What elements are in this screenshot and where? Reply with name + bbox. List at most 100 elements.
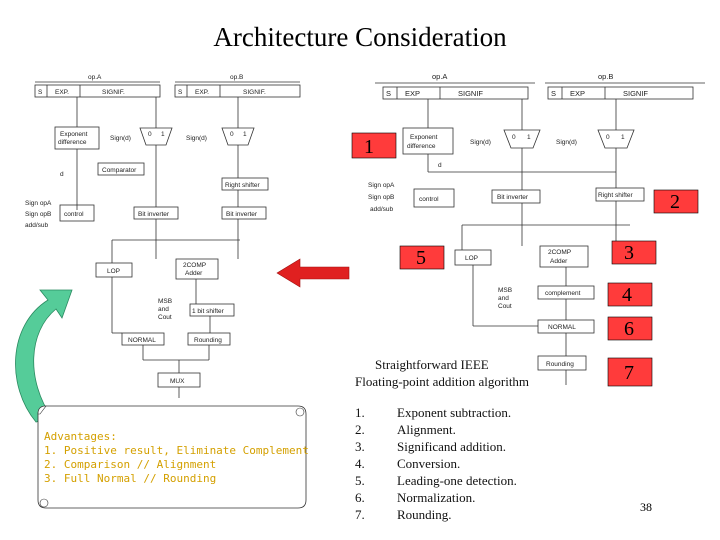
left-bit-inverter-2 <box>221 206 267 220</box>
step-text: Alignment. <box>397 422 456 437</box>
step-number: 2. <box>355 422 365 437</box>
left-opB-s: S <box>178 89 183 96</box>
step-number: 7. <box>355 507 365 522</box>
marker-1-box <box>351 132 397 159</box>
left-exp-diff-l1: Exponent <box>60 131 88 138</box>
step-text: Significand addition. <box>397 439 507 454</box>
right-right-shifter-label: Right shifter <box>598 192 634 199</box>
left-arrow-icon <box>276 258 350 288</box>
left-sign-opA: Sign opA <box>25 200 52 207</box>
marker-6-box <box>607 316 653 341</box>
right-control-box <box>413 188 455 208</box>
right-mux-a <box>503 129 541 149</box>
step-text: Exponent subtraction. <box>397 405 512 420</box>
left-mux-a <box>139 127 173 146</box>
marker-1-label: 1 <box>364 136 374 158</box>
advantage-item: 1. Positive result, Eliminate Complement <box>44 444 309 457</box>
right-msb-l2: and <box>498 295 509 302</box>
step-number: 4. <box>355 456 365 471</box>
marker-3-label: 3 <box>624 242 634 264</box>
right-sign-opA: Sign opA <box>368 182 395 189</box>
algorithm-caption: Straightforward IEEE Floating-point addi… <box>355 356 555 390</box>
step-number: 3. <box>355 439 365 454</box>
right-exp-diff-box <box>402 127 454 155</box>
right-adder-l2: Adder <box>550 258 568 265</box>
step-number: 5. <box>355 473 365 488</box>
caption-line-1: Straightforward IEEE <box>375 357 489 372</box>
right-mux-b-0: 0 <box>606 134 610 141</box>
left-opA-register <box>34 84 161 98</box>
right-control-label: control <box>419 196 439 203</box>
slide-title: Architecture Consideration <box>213 22 507 52</box>
left-d-label: d <box>60 171 64 178</box>
left-msb-l2: and <box>158 306 169 313</box>
left-opB-label: op.B <box>230 74 243 81</box>
left-mux-b-0: 0 <box>230 131 234 138</box>
marker-3-box <box>611 240 657 265</box>
left-mux-b-1: 1 <box>243 131 247 138</box>
right-add-sub: add/sub <box>370 206 394 213</box>
right-sign-d: Sign(d) <box>470 139 491 146</box>
right-msb-l1: MSB <box>498 287 512 294</box>
advantage-item: 2. Comparison // Alignment <box>44 458 217 471</box>
left-lop-label: LOP <box>107 268 120 275</box>
left-sign-opB: Sign opB <box>25 211 51 218</box>
left-signd2: Sign(d) <box>186 135 207 142</box>
left-diagram: op.A op.B S EXP. SIGNIF. S EXP. SIGNIF. … <box>25 74 301 398</box>
left-mux-label: MUX <box>170 378 185 385</box>
left-opB-register <box>174 84 301 98</box>
right-rounding-label: Rounding <box>546 361 574 368</box>
right-opB-register <box>547 86 694 100</box>
left-adder-box <box>175 258 219 280</box>
step-text: Rounding. <box>397 507 452 522</box>
right-opA-signif: SIGNIF <box>458 89 483 98</box>
left-opA-s: S <box>38 89 43 96</box>
marker-7-label: 7 <box>624 362 634 384</box>
left-comparator-box <box>97 162 145 176</box>
right-sign-opB: Sign opB <box>368 194 394 201</box>
right-lop-label: LOP <box>465 255 478 262</box>
advantages-heading: Advantages: <box>44 430 117 443</box>
left-one-bit-shifter-box <box>189 303 235 317</box>
right-complement-label: complement <box>545 290 581 297</box>
right-normal-label: NORMAL <box>548 324 576 331</box>
left-rounding-label: Rounding <box>194 337 222 344</box>
right-right-shifter-box <box>595 187 645 202</box>
right-mux-a-0: 0 <box>512 134 516 141</box>
marker-4-label: 4 <box>622 284 632 306</box>
step-markers: 1 2 3 4 5 6 7 <box>351 132 699 387</box>
step-number: 1. <box>355 405 365 420</box>
advantages-text: Advantages: 1. Positive result, Eliminat… <box>44 430 309 486</box>
right-adder-l1: 2COMP <box>548 249 571 256</box>
left-control-box <box>59 204 95 222</box>
left-opB-exp: EXP. <box>195 89 209 96</box>
left-opA-label: op.A <box>88 74 102 81</box>
right-mux-b <box>597 129 635 149</box>
right-d-label: d <box>438 162 442 169</box>
marker-5-box <box>399 245 445 270</box>
right-sign-d2: Sign(d) <box>556 139 577 146</box>
right-adder-box <box>539 245 589 268</box>
left-lop-box <box>95 262 133 278</box>
right-opA-register <box>382 86 529 100</box>
left-control-label: control <box>64 211 84 218</box>
left-bit-inverter-2-label: Bit inverter <box>226 211 258 218</box>
left-add-sub: add/sub <box>25 222 49 229</box>
right-msb-l3: Cout <box>498 303 512 310</box>
step-text: Leading-one detection. <box>397 473 517 488</box>
right-diagram: op.A op.B S EXP SIGNIF S EXP SIGNIF Expo… <box>368 72 705 385</box>
left-adder-l2: Adder <box>185 270 203 277</box>
left-sign-d: Sign(d) <box>110 135 131 142</box>
right-opB-label: op.B <box>598 72 613 81</box>
left-adder-l1: 2COMP <box>183 262 206 269</box>
right-bit-inverter-box <box>491 189 541 204</box>
step-text: Conversion. <box>397 456 461 471</box>
advantage-item: 3. Full Normal // Rounding <box>44 472 217 485</box>
marker-2-box <box>653 189 699 214</box>
right-bit-inverter-label: Bit inverter <box>497 194 529 201</box>
left-right-shifter-box <box>221 177 269 191</box>
left-mux-a-1: 1 <box>161 131 165 138</box>
page-number: 38 <box>640 500 652 514</box>
marker-5-label: 5 <box>416 247 426 269</box>
